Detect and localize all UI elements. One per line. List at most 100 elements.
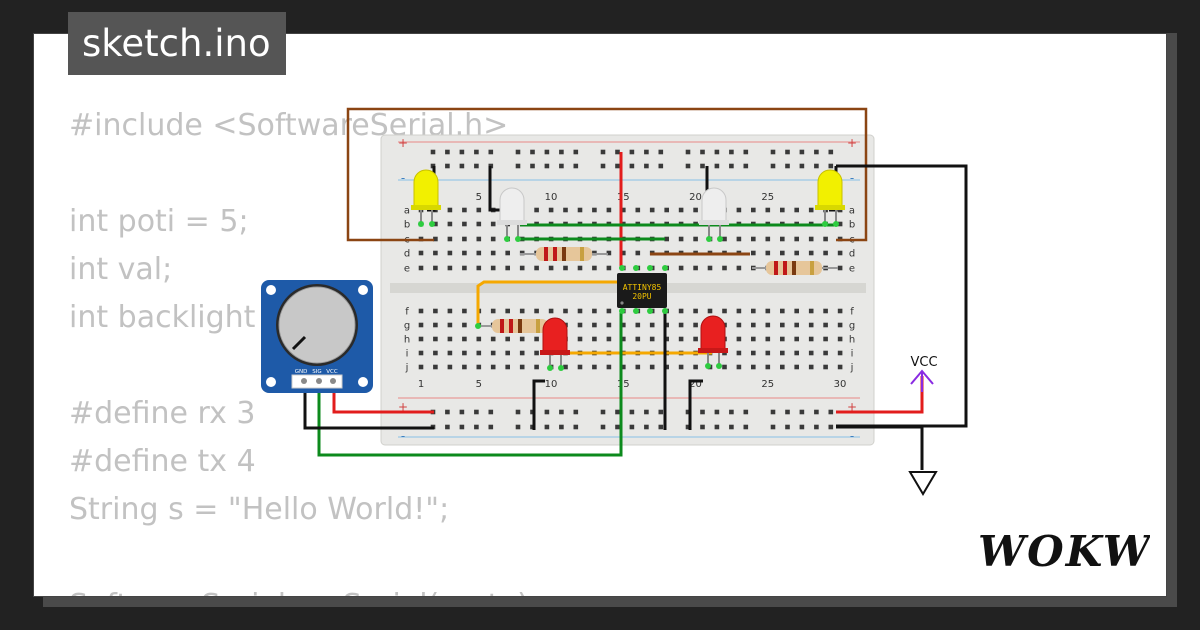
breadboard-hole: [644, 409, 649, 415]
breadboard-hole: [658, 409, 664, 415]
row-letter-label: g: [849, 321, 855, 332]
breadboard-hole: [780, 322, 785, 328]
code-line: int val;: [69, 252, 173, 287]
breadboard-hole: [837, 221, 843, 227]
breadboard-hole: [770, 149, 776, 155]
card-shadow-right: [1167, 33, 1177, 597]
breadboard-hole: [606, 308, 612, 314]
column-number-label: 30: [834, 379, 847, 390]
column-number-label: 25: [761, 192, 774, 203]
breadboard-hole: [722, 265, 727, 271]
breadboard-hole: [693, 207, 698, 213]
breadboard-hole: [664, 364, 669, 370]
file-name-tab[interactable]: sketch.ino: [68, 12, 286, 75]
breadboard-hole: [635, 250, 641, 256]
breadboard-hole: [447, 221, 453, 227]
breadboard-hole: [433, 308, 438, 314]
breadboard-hole: [447, 236, 453, 242]
breadboard-hole: [447, 207, 453, 213]
connection-dot: [647, 308, 653, 314]
attiny85-chip[interactable]: ATTINY85 20PU: [617, 273, 667, 308]
connection-dot: [558, 365, 564, 371]
breadboard-hole: [490, 350, 496, 356]
breadboard-hole: [474, 149, 479, 155]
breadboard-hole: [751, 250, 756, 256]
potentiometer-module[interactable]: GND SIG VCC: [261, 280, 373, 393]
breadboard-hole: [490, 336, 496, 342]
code-line: String s = "Hello World!";: [69, 492, 450, 527]
breadboard-hole: [780, 350, 785, 356]
breadboard-hole: [592, 207, 597, 213]
breadboard-hole: [785, 424, 790, 430]
breadboard-hole: [751, 236, 756, 242]
breadboard-hole: [799, 409, 805, 415]
breadboard-hole: [629, 409, 635, 415]
breadboard-hole: [563, 308, 568, 314]
breadboard-hole: [837, 322, 843, 328]
row-letter-label: a: [849, 206, 855, 217]
breadboard-hole: [505, 308, 510, 314]
breadboard-hole: [600, 424, 606, 430]
breadboard-hole: [765, 250, 771, 256]
column-number-label: 25: [761, 379, 774, 390]
breadboard-hole: [577, 207, 583, 213]
breadboard-hole: [563, 207, 568, 213]
pot-pin-vcc-label: VCC: [326, 369, 338, 375]
connection-dot: [547, 365, 553, 371]
breadboard-hole: [447, 308, 453, 314]
breadboard-hole: [808, 250, 814, 256]
breadboard-hole: [808, 336, 814, 342]
breadboard-hole: [418, 250, 424, 256]
breadboard-hole: [794, 250, 799, 256]
breadboard-hole: [577, 364, 583, 370]
breadboard-hole: [573, 409, 579, 415]
green-wire-pot-signal: [317, 311, 623, 457]
breadboard-hole: [808, 364, 814, 370]
breadboard-hole: [722, 364, 727, 370]
breadboard-hole: [488, 149, 494, 155]
connection-dot: [716, 363, 722, 369]
breadboard-hole: [736, 236, 742, 242]
breadboard-hole: [664, 207, 669, 213]
breadboard-hole: [548, 265, 554, 271]
breadboard-hole: [814, 149, 819, 155]
breadboard-hole: [814, 163, 819, 169]
breadboard-hole: [729, 424, 734, 430]
breadboard-hole: [418, 364, 424, 370]
rail-minus-top-left: -: [401, 171, 405, 185]
breadboard-hole: [678, 236, 684, 242]
black-wire-pot-ground: [303, 384, 434, 430]
breadboard-hole: [808, 322, 814, 328]
breadboard-hole: [794, 308, 799, 314]
breadboard-hole: [823, 322, 828, 328]
breadboard-hole: [447, 350, 453, 356]
breadboard-hole: [534, 336, 539, 342]
breadboard-hole: [462, 364, 467, 370]
breadboard-hole: [559, 409, 564, 415]
led-yellow-right: [815, 169, 845, 224]
breadboard-hole: [447, 364, 453, 370]
breadboard-hole: [794, 236, 799, 242]
breadboard-hole: [770, 163, 776, 169]
led-yellow-left: [411, 169, 441, 224]
breadboard-hole: [445, 409, 450, 415]
breadboard-hole: [519, 265, 525, 271]
breadboard-hole: [534, 265, 539, 271]
breadboard-hole: [418, 322, 424, 328]
breadboard-hole: [559, 424, 564, 430]
breadboard-hole: [714, 149, 720, 155]
breadboard-hole: [519, 336, 525, 342]
breadboard-hole: [430, 149, 436, 155]
breadboard-hole: [649, 364, 655, 370]
breadboard-hole: [794, 322, 799, 328]
breadboard-hole: [707, 308, 713, 314]
breadboard-hole: [644, 163, 649, 169]
breadboard-hole: [600, 149, 606, 155]
code-line: #define rx 3: [69, 396, 256, 431]
breadboard-hole: [488, 424, 494, 430]
breadboard-hole: [799, 424, 805, 430]
breadboard-hole: [729, 149, 734, 155]
breadboard-hole: [823, 364, 828, 370]
breadboard-hole: [490, 308, 496, 314]
potentiometer-knob-indicator: [291, 335, 307, 351]
